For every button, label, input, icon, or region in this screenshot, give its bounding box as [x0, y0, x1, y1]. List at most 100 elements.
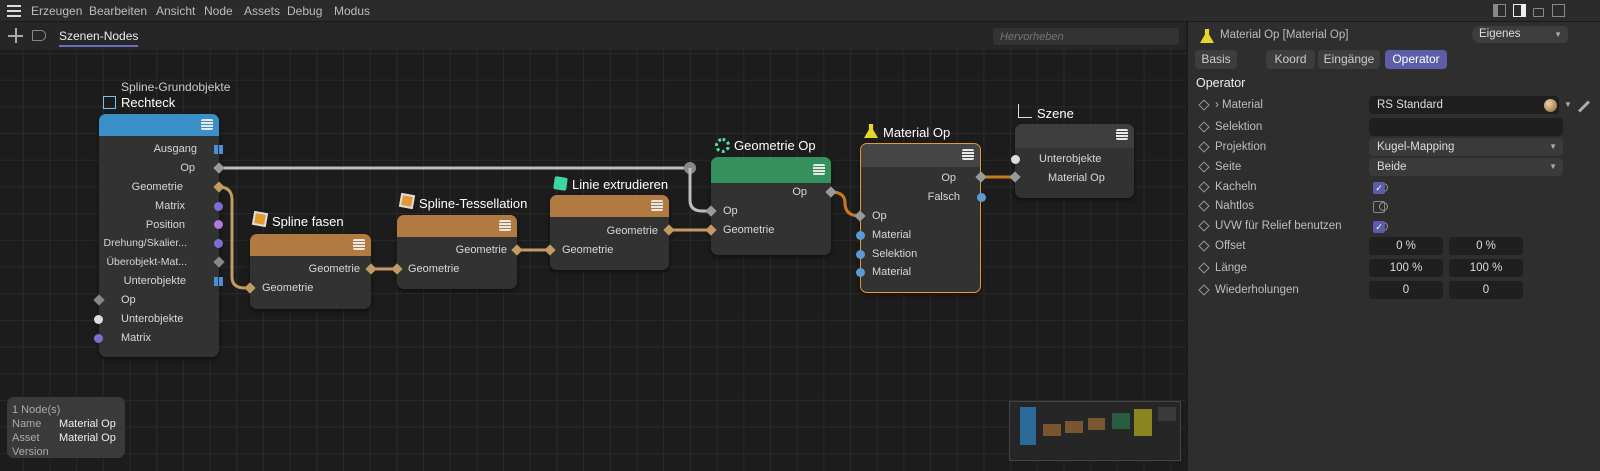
- node-title-geometrie-op: Geometrie Op: [734, 138, 816, 153]
- extrude-cube-icon: [553, 176, 568, 191]
- menu-debug[interactable]: Debug: [287, 4, 323, 18]
- layout-left-icon[interactable]: [1493, 4, 1506, 17]
- port-matrix-in[interactable]: [94, 334, 103, 343]
- eyedropper-icon[interactable]: [1577, 100, 1591, 113]
- uvw-checkbox[interactable]: ✓: [1373, 221, 1385, 233]
- port-selektion-in[interactable]: [856, 250, 865, 259]
- keyframe-icon[interactable]: [1198, 262, 1210, 274]
- wiederholungen-v-field[interactable]: 0: [1449, 281, 1523, 299]
- seite-dropdown[interactable]: Beide▼: [1369, 158, 1563, 176]
- tag-icon[interactable]: [32, 30, 46, 41]
- wiederholungen-u-field[interactable]: 0: [1369, 281, 1443, 299]
- node-menu-icon[interactable]: [651, 200, 663, 211]
- nahtlos-checkbox[interactable]: [1373, 201, 1385, 213]
- keyframe-icon[interactable]: [1198, 141, 1210, 153]
- menu-modus[interactable]: Modus: [334, 4, 371, 18]
- port-label: Matrix: [121, 332, 151, 344]
- port-material2-in[interactable]: [856, 268, 865, 277]
- material-preview-icon: [1544, 99, 1557, 112]
- menu-bar: Erzeugen Bearbeiten Ansicht Node Assets …: [0, 0, 1600, 22]
- offset-v-field[interactable]: 0 %: [1449, 237, 1523, 255]
- param-label: Offset: [1215, 240, 1246, 252]
- minimap[interactable]: [1009, 401, 1181, 461]
- menu-node[interactable]: Node: [204, 4, 233, 18]
- port-label: Geometrie: [408, 263, 460, 275]
- tab-szenen-nodes[interactable]: Szenen-Nodes: [59, 29, 139, 47]
- port-position[interactable]: [214, 220, 223, 229]
- menu-erzeugen[interactable]: Erzeugen: [31, 4, 83, 18]
- param-label-text: Material: [1222, 99, 1263, 111]
- node-rechteck[interactable]: [99, 114, 219, 357]
- node-menu-icon[interactable]: [499, 220, 511, 231]
- highlight-search-input[interactable]: [993, 28, 1179, 45]
- hamburger-menu-icon[interactable]: [7, 5, 21, 17]
- keyframe-icon[interactable]: [1198, 284, 1210, 296]
- kacheln-checkbox[interactable]: ✓: [1373, 182, 1385, 194]
- info-asset: Material Op: [59, 432, 116, 444]
- keyframe-icon[interactable]: [1198, 240, 1210, 252]
- node-geometrie-op[interactable]: [711, 157, 831, 255]
- node-szene[interactable]: [1015, 124, 1134, 198]
- tab-eingaenge[interactable]: Eingänge: [1318, 50, 1380, 69]
- port-label: Material: [872, 266, 912, 278]
- info-asset-label: Asset: [12, 432, 40, 444]
- port-label: Position: [145, 219, 185, 231]
- wire-op-to-geometrie-op: [688, 168, 711, 213]
- keyframe-icon[interactable]: [1198, 220, 1210, 232]
- port-toggle-icon[interactable]: [1379, 202, 1388, 211]
- port-unterobjekte[interactable]: [214, 277, 223, 286]
- lock-icon[interactable]: [1533, 8, 1544, 17]
- param-seite: Seite Beide▼: [1197, 158, 1597, 178]
- port-ausgang[interactable]: [214, 145, 223, 154]
- keyframe-icon[interactable]: [1198, 181, 1210, 193]
- port-falsch[interactable]: [977, 193, 986, 202]
- menu-ansicht[interactable]: Ansicht: [156, 4, 196, 18]
- node-menu-icon[interactable]: [813, 164, 825, 175]
- keyframe-icon[interactable]: [1198, 161, 1210, 173]
- node-menu-icon[interactable]: [353, 239, 365, 250]
- spline-tessellation-icon: [398, 192, 416, 210]
- param-selektion: Selektion: [1197, 118, 1597, 138]
- keyframe-icon[interactable]: [1198, 200, 1210, 212]
- chevron-down-icon[interactable]: ▼: [1564, 100, 1572, 109]
- keyframe-icon[interactable]: [1198, 121, 1210, 133]
- port-material-in[interactable]: [856, 231, 865, 240]
- chevron-down-icon: ▼: [1549, 142, 1557, 151]
- port-matrix[interactable]: [214, 202, 223, 211]
- port-unterobjekte-in[interactable]: [94, 315, 103, 324]
- keyframe-icon[interactable]: [1198, 99, 1210, 111]
- node-material-op[interactable]: [860, 143, 981, 293]
- port-unterobjekte-in[interactable]: [1011, 155, 1020, 164]
- selektion-field[interactable]: [1369, 118, 1563, 136]
- mode-dropdown[interactable]: Eigenes▼: [1472, 26, 1568, 43]
- laenge-u-field[interactable]: 100 %: [1369, 259, 1443, 277]
- node-linie-extrudieren[interactable]: [550, 195, 669, 270]
- node-menu-icon[interactable]: [201, 119, 213, 130]
- node-spline-tessellation[interactable]: [397, 215, 517, 289]
- offset-u-field[interactable]: 0 %: [1369, 237, 1443, 255]
- node-spline-fasen[interactable]: [250, 234, 371, 309]
- param-uvw-relief: UVW für Relief benutzen ✓: [1197, 217, 1597, 237]
- tab-operator[interactable]: Operator: [1385, 50, 1447, 69]
- material-link-field[interactable]: RS Standard: [1369, 96, 1559, 114]
- add-icon[interactable]: [8, 28, 23, 43]
- node-menu-icon[interactable]: [1116, 129, 1128, 140]
- param-nahtlos: Nahtlos: [1197, 197, 1597, 217]
- tab-basis[interactable]: Basis: [1195, 50, 1237, 69]
- tab-koord[interactable]: Koord: [1266, 50, 1315, 69]
- info-name: Material Op: [59, 418, 116, 430]
- menu-bearbeiten[interactable]: Bearbeiten: [89, 4, 148, 18]
- menu-assets[interactable]: Assets: [244, 4, 281, 18]
- section-title: Operator: [1196, 76, 1246, 90]
- laenge-v-field[interactable]: 100 %: [1449, 259, 1523, 277]
- projektion-dropdown[interactable]: Kugel-Mapping▼: [1369, 138, 1563, 156]
- node-menu-icon[interactable]: [962, 149, 974, 160]
- param-label: Wiederholungen: [1215, 284, 1299, 296]
- port-label: Op: [792, 186, 807, 198]
- port-label: Matrix: [155, 200, 185, 212]
- port-drehung[interactable]: [214, 239, 223, 248]
- layout-right-icon[interactable]: [1513, 4, 1526, 17]
- external-window-icon[interactable]: [1552, 4, 1565, 17]
- wires: [218, 162, 1015, 290]
